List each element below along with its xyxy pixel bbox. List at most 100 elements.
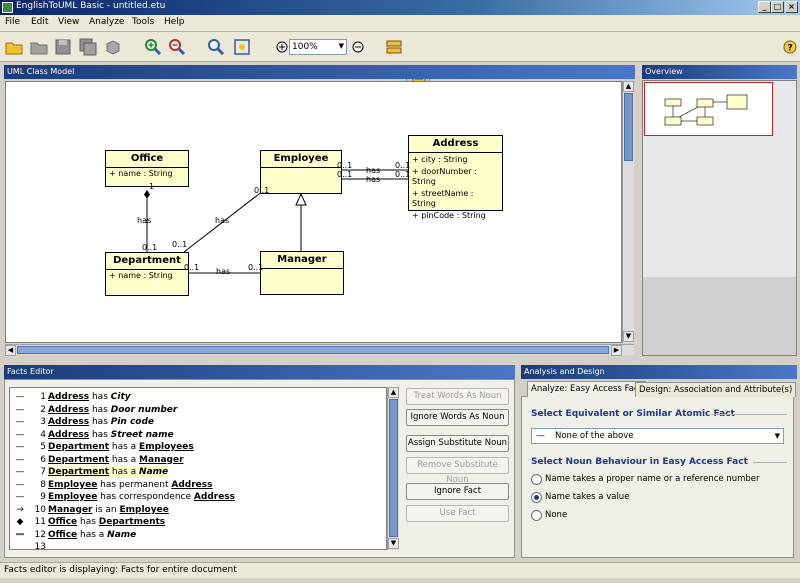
remove-substitute-noun-button[interactable]: Remove Substitute Noun — [406, 457, 509, 485]
class-employee[interactable]: Employee — [260, 150, 342, 194]
assoc-label: has — [137, 216, 152, 225]
menu-tools[interactable]: Tools — [132, 17, 155, 27]
scroll-down-icon[interactable]: ▼ — [388, 538, 399, 549]
ignore-fact-button[interactable]: Ignore Fact — [406, 483, 509, 500]
treat-words-as-noun-button[interactable]: Treat Words As Noun — [406, 388, 509, 405]
fact-text: Address has Street name — [48, 429, 174, 441]
fact-marker-icon: — — [15, 404, 25, 415]
scroll-up-icon[interactable]: ▲ — [623, 81, 634, 92]
radio-opt3[interactable] — [531, 510, 542, 521]
class-address[interactable]: Address + city : String + doorNumber : S… — [408, 135, 503, 220]
fact-marker-icon: — — [15, 529, 25, 540]
fact-noun: Office — [48, 517, 78, 527]
scroll-down-icon[interactable]: ▼ — [623, 331, 634, 342]
menu-view[interactable]: View — [58, 17, 80, 27]
minimize-button[interactable]: _ — [758, 1, 771, 13]
menu-edit[interactable]: Edit — [31, 17, 49, 27]
fact-connector: has a — [109, 454, 140, 465]
zoom-out-icon[interactable] — [167, 37, 187, 57]
uml-canvas[interactable]: Office + name : String Employee Address … — [5, 81, 622, 343]
fact-marker-icon: — — [15, 392, 25, 402]
fact-number: 5 — [40, 442, 46, 452]
uml-vertical-scrollbar[interactable]: ▲ ▼ — [622, 81, 634, 343]
uml-horizontal-scrollbar[interactable]: ◀ ▶ — [5, 344, 634, 356]
fact-connector: has — [89, 392, 111, 402]
zoom-plus-icon[interactable] — [272, 37, 292, 57]
class-department-attr: + name : String — [109, 271, 173, 280]
multiplicity-label: 0..1 — [395, 170, 411, 179]
menu-analyze[interactable]: Analyze — [89, 17, 125, 27]
class-office[interactable]: Office + name : String — [105, 150, 189, 187]
fit-to-window-icon[interactable] — [232, 37, 252, 57]
class-department[interactable]: Department + name : String — [105, 252, 189, 296]
chevron-down-icon: ▼ — [338, 42, 344, 50]
fact-text: Manager is an Employee — [48, 504, 169, 516]
radio-opt3-label: None — [545, 510, 568, 520]
scroll-thumb[interactable] — [624, 93, 633, 161]
ignore-words-as-noun-button[interactable]: Ignore Words As Noun — [406, 409, 509, 426]
zoom-select[interactable]: 100% ▼ — [289, 39, 347, 55]
fact-number: 7 — [40, 467, 46, 477]
fact-row[interactable]: 13 — [10, 541, 386, 549]
title-bar: EnglishToUML Basic - untitled.etu _ □ × — [0, 0, 800, 15]
tab-analyze-easy-access-fact[interactable]: Analyze: Easy Access Fact — [527, 381, 646, 397]
cube-icon[interactable] — [103, 37, 123, 57]
scroll-thumb[interactable] — [17, 346, 609, 354]
fact-number: 4 — [40, 429, 46, 440]
scroll-right-icon[interactable]: ▶ — [611, 345, 622, 356]
use-fact-button[interactable]: Use Fact — [406, 505, 509, 522]
help-icon[interactable]: ? — [780, 37, 800, 57]
zoom-in-icon[interactable] — [143, 37, 163, 57]
fact-number: 10 — [34, 504, 46, 515]
atomic-fact-select[interactable]: — None of the above ▼ — [531, 428, 784, 444]
toolbar: 100% ▼ ? — [0, 32, 800, 90]
overview-panel[interactable] — [642, 80, 797, 356]
fact-noun: Departments — [98, 517, 166, 527]
class-address-name: Address — [409, 136, 502, 153]
scroll-up-icon[interactable]: ▲ — [388, 387, 399, 398]
fact-text: Employee has correspondence Address — [48, 491, 235, 503]
radio-opt1[interactable] — [531, 474, 542, 485]
class-office-attr: + name : String — [109, 169, 173, 178]
fact-connector: has — [89, 429, 111, 440]
radio-opt2[interactable] — [531, 492, 542, 503]
menu-bar: File Edit View Analyze Tools Help — [0, 15, 800, 32]
folder-icon[interactable] — [29, 37, 49, 57]
open-folder-icon[interactable] — [4, 37, 24, 57]
class-manager[interactable]: Manager — [260, 251, 344, 295]
close-button[interactable]: × — [785, 1, 798, 13]
fact-noun: Address — [171, 479, 213, 490]
menu-file[interactable]: File — [5, 17, 21, 27]
menu-help[interactable]: Help — [164, 17, 185, 27]
assign-substitute-noun-button[interactable]: Assign Substitute Noun — [406, 435, 509, 452]
save-icon[interactable] — [53, 37, 73, 57]
scroll-thumb[interactable] — [389, 399, 398, 537]
layout-horizontal-icon[interactable] — [384, 37, 404, 57]
save-all-icon[interactable] — [78, 37, 98, 57]
fact-number: 3 — [40, 417, 46, 427]
zoom-actual-size-icon[interactable] — [206, 37, 226, 57]
multiplicity-label: 0..1 — [254, 186, 270, 195]
overview-viewport[interactable] — [644, 82, 773, 136]
scroll-left-icon[interactable]: ◀ — [5, 345, 16, 356]
maximize-button[interactable]: □ — [771, 1, 784, 13]
facts-vertical-scrollbar[interactable]: ▲ ▼ — [387, 387, 399, 550]
zoom-minus-icon[interactable] — [348, 37, 368, 57]
fact-noun: Address — [48, 417, 90, 427]
status-bar: Facts editor is displaying: Facts for en… — [0, 562, 800, 578]
multiplicity-label: 0..1 — [142, 243, 158, 252]
tab-design-association-attributes[interactable]: Design: Association and Attribute(s) — [635, 382, 797, 397]
